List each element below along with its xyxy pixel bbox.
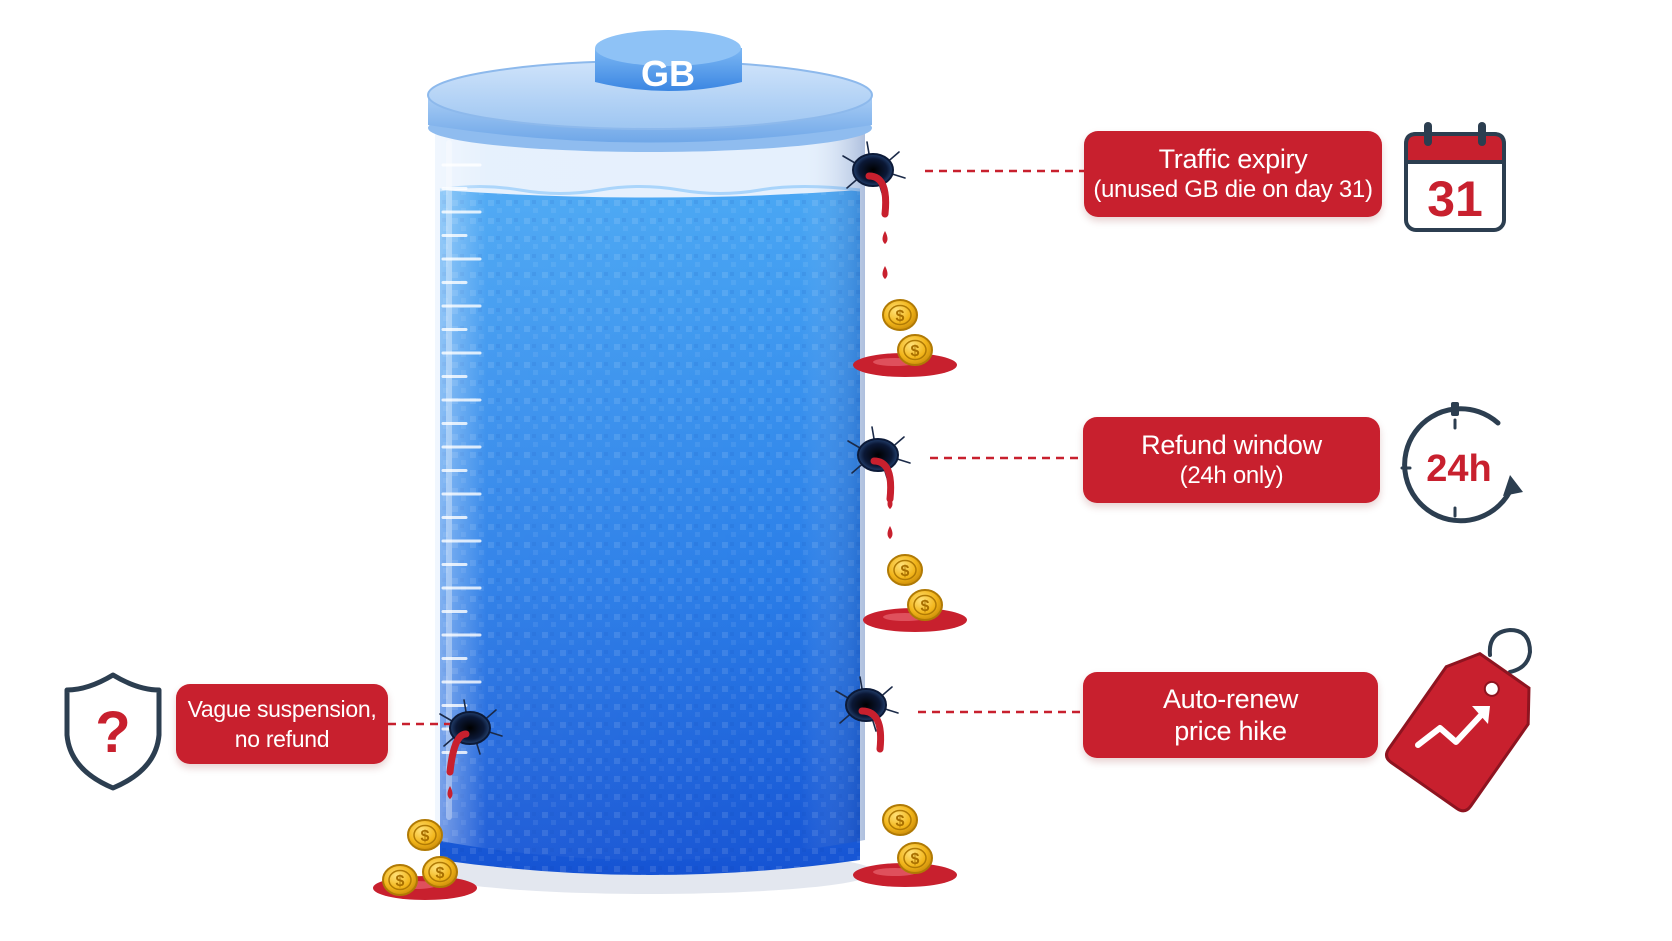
leak-subtitle: price hike [1174,716,1287,746]
leak-title: Traffic expiry [1158,144,1308,174]
calendar-icon: 31 [1404,122,1506,232]
connector-lines [388,169,1084,726]
glass-highlight [435,115,865,860]
leak-label-refund-window: Refund window (24h only) [1083,417,1380,503]
svg-text:$: $ [436,865,445,882]
leak-hole-expiry: $$ [842,141,957,377]
leak-title: Refund window [1141,430,1322,460]
glass-glint [446,140,452,820]
leak-label-traffic-expiry: Traffic expiry (unused GB die on day 31) [1084,131,1382,217]
leak-subtitle: no refund [234,726,330,752]
svg-text:$: $ [901,563,910,580]
leak-label-vague-suspension: Vague suspension, no refund [176,684,388,764]
leak-hole-renew: $$ [835,676,957,887]
cap-label: GB [641,53,695,94]
clock-icon: 24h [1400,402,1523,524]
calendar-day: 31 [1427,171,1483,227]
leak-label-auto-renew: Auto-renew price hike [1083,672,1378,758]
shield-mark: ? [95,700,130,765]
svg-text:$: $ [921,598,930,615]
leak-title: Vague suspension, [187,696,377,722]
clock-hours: 24h [1426,448,1491,490]
svg-text:$: $ [421,828,430,845]
leak-hole-vague: $ $ $ [373,699,503,900]
svg-text:$: $ [396,873,405,890]
price-tag-icon [1385,627,1533,813]
svg-text:$: $ [896,813,905,830]
leak-points: $$$$$$$$$ [373,141,967,900]
leak-hole-refund: $$ [847,426,967,632]
leak-title: Auto-renew [1162,684,1299,714]
svg-text:$: $ [911,343,920,360]
svg-text:$: $ [911,851,920,868]
leak-subtitle: (24h only) [1179,462,1284,489]
leak-subtitle: (unused GB die on day 31) [1093,176,1373,203]
svg-text:$: $ [896,308,905,325]
data-tank: GB [425,30,875,894]
tank-cap-top [595,30,741,66]
shield-question-icon: ? [64,672,162,791]
